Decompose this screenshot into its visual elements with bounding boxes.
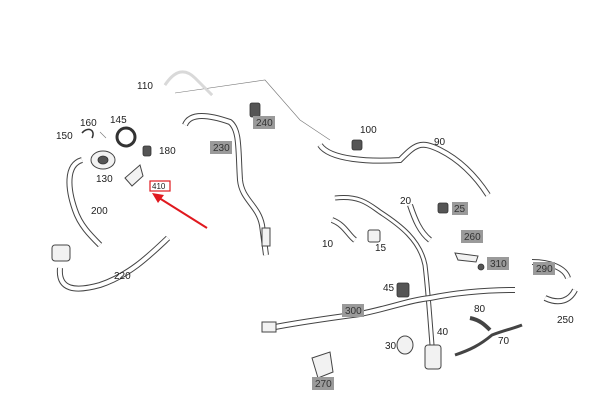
label-box-260 bbox=[461, 230, 483, 243]
hose-220-inner bbox=[57, 236, 170, 291]
label-145: 145 bbox=[110, 115, 127, 126]
part-180 bbox=[142, 145, 152, 157]
hose-90 bbox=[317, 141, 491, 197]
clip-100 bbox=[351, 139, 363, 151]
label-70: 70 bbox=[498, 336, 510, 347]
label-box-240 bbox=[253, 116, 275, 129]
bolt-160 bbox=[99, 131, 107, 139]
hose-10-inner bbox=[331, 218, 357, 242]
connector-230 bbox=[261, 227, 271, 247]
label-20: 20 bbox=[400, 196, 412, 207]
label-180: 180 bbox=[159, 146, 176, 157]
label-150: 150 bbox=[56, 131, 73, 142]
bracket-260 bbox=[454, 252, 479, 263]
label-box-290 bbox=[533, 262, 555, 275]
label-30: 30 bbox=[385, 341, 397, 352]
label-240: 240 bbox=[256, 118, 273, 129]
connector-15 bbox=[367, 229, 381, 243]
label-90: 90 bbox=[434, 137, 446, 148]
pump-130-core bbox=[97, 155, 109, 165]
label-410: 410 bbox=[152, 182, 166, 191]
hose-250-inner bbox=[544, 288, 577, 304]
pipe-70 bbox=[454, 323, 523, 357]
hose-middle-inner bbox=[334, 195, 434, 346]
part-30 bbox=[396, 335, 414, 355]
valve-left bbox=[51, 244, 71, 262]
label-15: 15 bbox=[375, 243, 387, 254]
hose-200-inner bbox=[67, 158, 102, 247]
label-410-box bbox=[149, 180, 171, 192]
ring-145 bbox=[115, 126, 137, 148]
part-45 bbox=[396, 282, 410, 298]
label-box-310 bbox=[487, 257, 509, 270]
label-45: 45 bbox=[383, 283, 395, 294]
label-25: 25 bbox=[454, 204, 466, 215]
clip-150 bbox=[81, 128, 94, 139]
hose-110-inner bbox=[163, 70, 214, 97]
hose-300-inner bbox=[269, 288, 516, 330]
label-40: 40 bbox=[437, 327, 449, 338]
label-220: 220 bbox=[114, 271, 131, 282]
label-box-270 bbox=[312, 377, 334, 390]
label-10: 10 bbox=[322, 239, 334, 250]
label-200: 200 bbox=[91, 206, 108, 217]
hose-20-inner bbox=[408, 204, 432, 242]
connector-300 bbox=[261, 321, 277, 333]
hose-80 bbox=[469, 316, 492, 332]
hose-90-inner bbox=[318, 142, 490, 197]
part-310 bbox=[477, 263, 485, 271]
part-25 bbox=[437, 202, 449, 214]
label-box-230 bbox=[210, 141, 232, 154]
bracket-410 bbox=[124, 164, 144, 187]
label-300: 300 bbox=[345, 306, 362, 317]
label-250: 250 bbox=[557, 315, 574, 326]
hose-230 bbox=[182, 113, 269, 256]
label-box-25 bbox=[452, 202, 468, 215]
label-270: 270 bbox=[315, 379, 332, 390]
bracket-270 bbox=[311, 351, 334, 379]
hose-230-inner bbox=[183, 114, 268, 256]
label-230: 230 bbox=[213, 143, 230, 154]
connector-240 bbox=[249, 102, 261, 118]
label-box-300 bbox=[342, 304, 364, 317]
callout-arrow-head bbox=[152, 193, 164, 203]
callout-arrow-line bbox=[155, 195, 208, 229]
thermostat bbox=[424, 344, 442, 370]
label-100: 100 bbox=[360, 125, 377, 136]
label-290: 290 bbox=[536, 264, 553, 275]
label-310: 310 bbox=[490, 259, 507, 270]
label-80: 80 bbox=[474, 304, 486, 315]
label-260: 260 bbox=[464, 232, 481, 243]
label-110: 110 bbox=[137, 81, 153, 92]
label-130: 130 bbox=[96, 174, 113, 185]
label-160: 160 bbox=[80, 118, 97, 129]
guide-line-top bbox=[174, 79, 331, 141]
